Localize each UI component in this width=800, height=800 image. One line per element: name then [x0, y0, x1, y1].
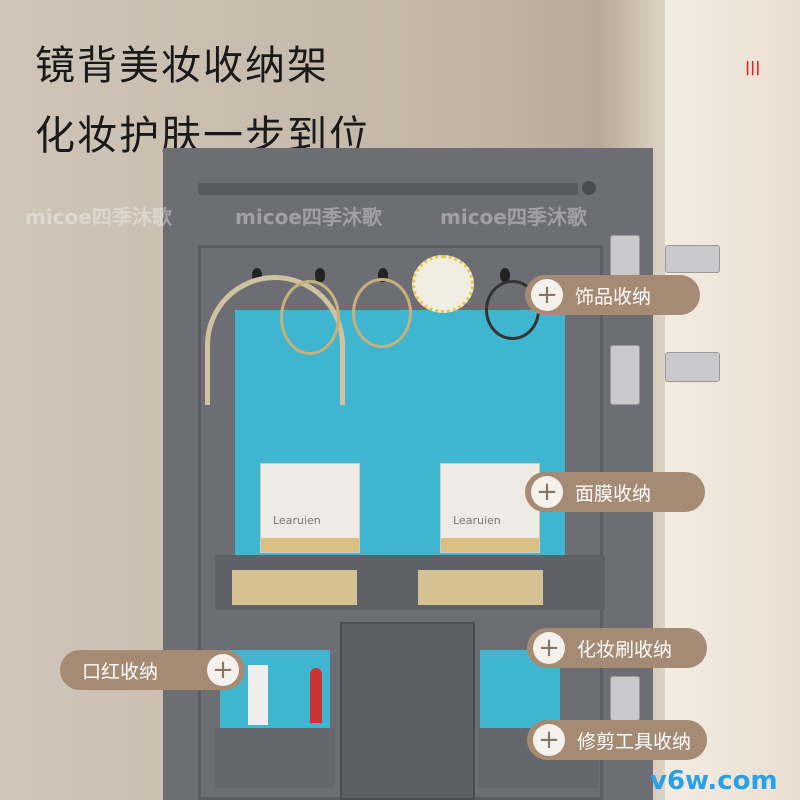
hinge — [610, 345, 640, 405]
watermark: micoe四季沐歌 — [25, 205, 172, 229]
plus-icon: + — [531, 476, 563, 508]
hang-hole — [582, 181, 596, 195]
callout-label: 饰品收纳 — [575, 285, 652, 308]
callout-label: 化妆刷收纳 — [577, 638, 673, 661]
hinge — [610, 235, 640, 280]
red-mark: ||| — [745, 60, 761, 76]
callout-label: 口红收纳 — [82, 660, 159, 683]
callout-label: 面膜收纳 — [575, 482, 652, 505]
hook — [500, 268, 510, 282]
hinge — [610, 676, 640, 721]
headline-line1: 镜背美妆收纳架 — [35, 43, 329, 89]
lower-box-left — [215, 728, 335, 788]
callout-mask-storage: + 面膜收纳 — [525, 472, 705, 512]
site-watermark: v6w.com — [650, 766, 778, 796]
face-mask-box: Learuien — [440, 463, 540, 553]
lipstick — [310, 668, 322, 723]
top-slot — [198, 183, 578, 195]
callout-brush-storage: + 化妆刷收纳 — [527, 628, 707, 668]
holder-window — [232, 570, 357, 605]
lipstick — [248, 665, 268, 725]
hook — [252, 268, 262, 282]
callout-lipstick-storage: 口红收纳 + — [60, 650, 245, 690]
hook — [315, 268, 325, 282]
hook — [378, 268, 388, 282]
plus-icon: + — [533, 724, 565, 756]
plus-icon: + — [533, 632, 565, 664]
hinge — [665, 352, 720, 382]
earring-hoop — [280, 280, 340, 355]
callout-accessory-storage: + 饰品收纳 — [525, 275, 700, 315]
bathroom-cabinet-shelf — [665, 0, 800, 800]
callout-label: 修剪工具收纳 — [577, 730, 692, 753]
watermark: micoe四季沐歌 — [235, 205, 382, 229]
face-mask-box: Learuien — [260, 463, 360, 553]
center-drawer — [340, 622, 475, 800]
hinge — [665, 245, 720, 273]
plus-icon: + — [207, 654, 239, 686]
callout-tool-storage: + 修剪工具收纳 — [527, 720, 707, 760]
watermark: micoe四季沐歌 — [440, 205, 587, 229]
scrunchie — [412, 255, 474, 313]
headband — [205, 275, 345, 405]
plus-icon: + — [531, 279, 563, 311]
earring-hoop — [352, 278, 412, 348]
holder-window — [418, 570, 543, 605]
